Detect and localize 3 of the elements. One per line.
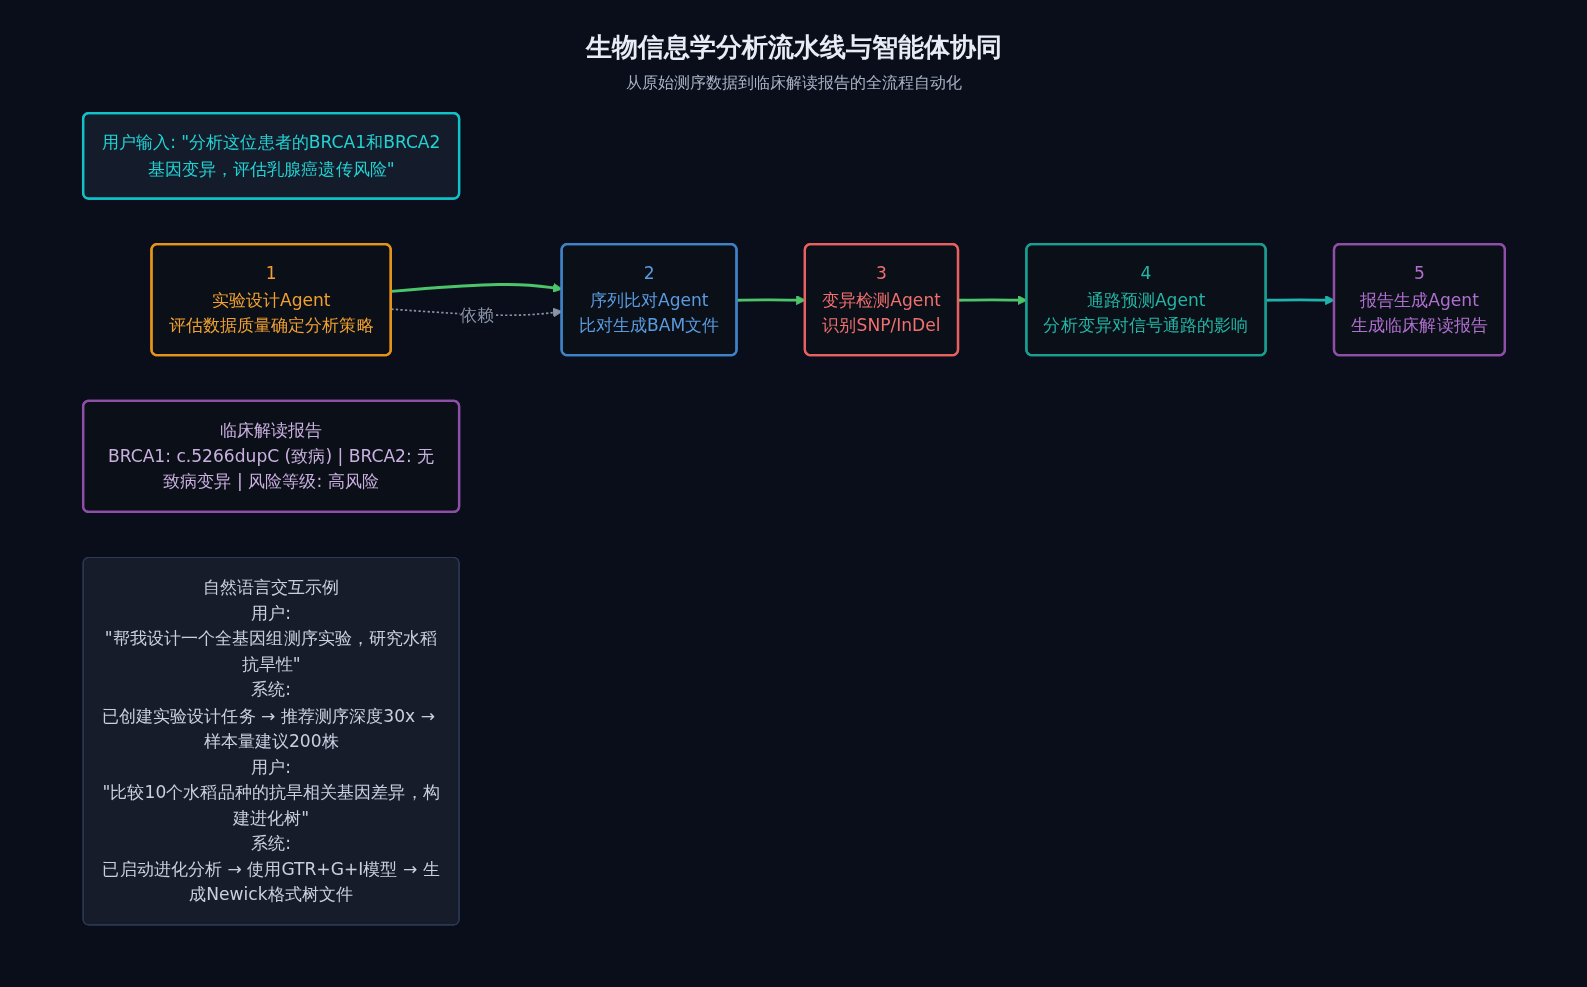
subtitle-text: 从原始测序数据到临床解读报告的全流程自动化 — [625, 73, 962, 94]
diagram-title: 生物信息学分析流水线与智能体协同 — [585, 31, 1002, 64]
edge-label: 依赖 — [459, 304, 494, 326]
